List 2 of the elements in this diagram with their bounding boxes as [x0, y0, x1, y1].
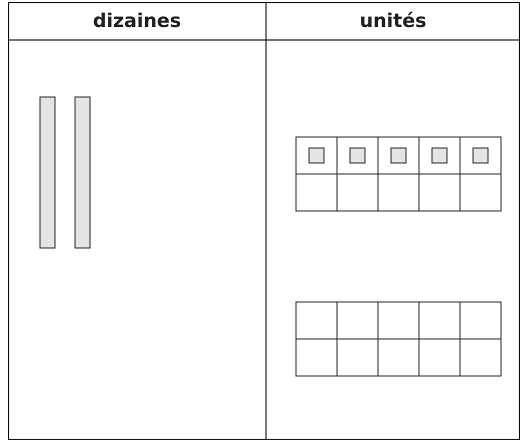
column-header: unités — [358, 9, 428, 34]
column-header: dizaines — [92, 9, 182, 34]
